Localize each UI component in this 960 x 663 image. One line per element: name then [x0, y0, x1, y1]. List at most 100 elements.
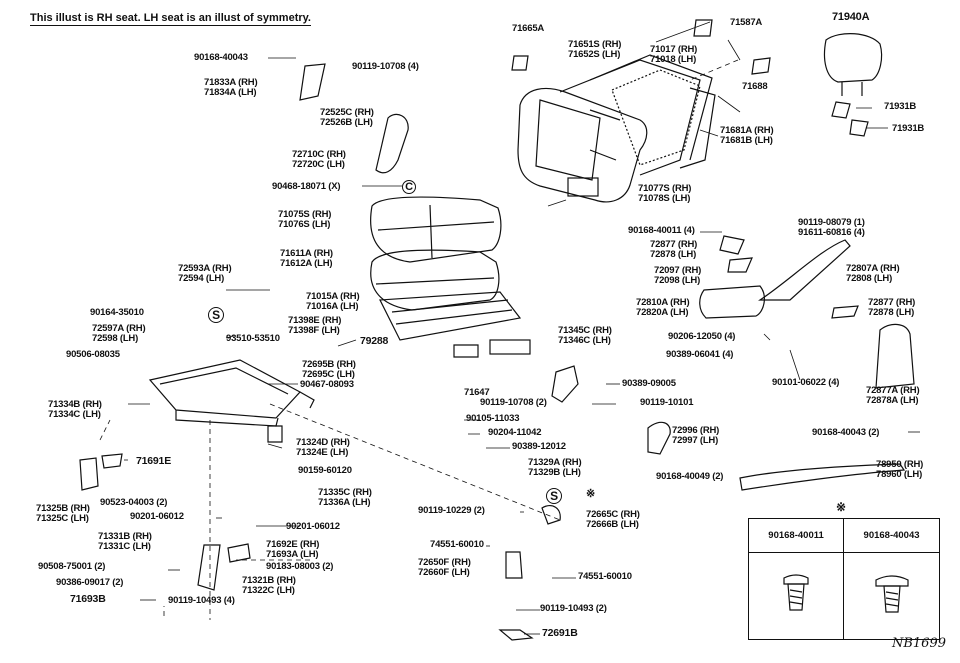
- part-71345C: 71345C (RH): [558, 325, 612, 336]
- part-90389-06041: 90389-06041 (4): [666, 349, 734, 360]
- part-72666B: 72666B (LH): [586, 519, 639, 530]
- part-71324E: 71324E (LH): [296, 447, 349, 458]
- part-71833A: 71833A (RH): [204, 77, 258, 88]
- part-72598: 72598 (LH): [92, 333, 139, 344]
- reference-mark-small: ※: [586, 488, 596, 500]
- part-71692E: 71692E (RH): [266, 539, 320, 550]
- illustration-note: This illust is RH seat. LH seat is an il…: [30, 12, 311, 26]
- part-78960: 78960 (LH): [876, 469, 923, 480]
- part-90204-11042: 90204-11042: [488, 427, 542, 438]
- part-74551-60010-a: 74551-60010: [430, 539, 484, 550]
- part-71398E: 71398E (RH): [288, 315, 342, 326]
- part-72877-a: 72877 (RH): [650, 239, 698, 250]
- part-71611A: 71611A (RH): [280, 248, 333, 259]
- part-71324D: 71324D (RH): [296, 437, 350, 448]
- part-71076S: 71076S (LH): [278, 219, 331, 230]
- part-71329B: 71329B (LH): [528, 467, 581, 478]
- part-71681A: 71681A (RH): [720, 125, 774, 136]
- part-90168-40043-top: 90168-40043: [194, 52, 248, 63]
- part-71336A: 71336A (LH): [318, 497, 371, 508]
- part-90119-10493-b: 90119-10493 (2): [540, 603, 607, 614]
- part-71321B: 71321B (RH): [242, 575, 296, 586]
- part-72807A: 72807A (RH): [846, 263, 900, 274]
- part-71688: 71688: [742, 81, 768, 92]
- part-90206-12050: 90206-12050 (4): [668, 331, 736, 342]
- part-90201-06012-a: 90201-06012: [130, 511, 184, 522]
- part-72878-b: 72878 (LH): [868, 307, 915, 318]
- part-71078S: 71078S (LH): [638, 193, 691, 204]
- part-90168-40043-b: 90168-40043 (2): [812, 427, 880, 438]
- drawing-reference-code: NB1699: [891, 636, 946, 651]
- part-71931B-upper: 71931B: [884, 101, 917, 112]
- part-71331B: 71331B (RH): [98, 531, 152, 542]
- part-72526B: 72526B (LH): [320, 117, 373, 128]
- part-79288: 79288: [360, 335, 389, 347]
- part-71346C: 71346C (LH): [558, 335, 611, 346]
- clip-90168-40043-icon: [874, 574, 909, 613]
- part-72593A: 72593A (RH): [178, 263, 232, 274]
- part-93510-53510: 93510-53510: [226, 333, 280, 344]
- part-72695B: 72695B (RH): [302, 359, 356, 370]
- part-71693A: 71693A (LH): [266, 549, 319, 560]
- part-71075S: 71075S (RH): [278, 209, 332, 220]
- headrest-illustration: [823, 33, 883, 137]
- legend-col-1-header: 90168-40011: [747, 518, 845, 553]
- part-78950: 78950 (RH): [876, 459, 924, 470]
- part-71334C: 71334C (LH): [48, 409, 101, 420]
- part-72650F: 72650F (RH): [418, 557, 471, 568]
- part-90119-10708-top: 90119-10708 (4): [352, 61, 419, 72]
- part-72695C: 72695C (LH): [302, 369, 355, 380]
- part-71691E: 71691E: [136, 455, 172, 467]
- part-90164-35010: 90164-35010: [90, 307, 144, 318]
- part-71665A: 71665A: [512, 23, 545, 34]
- part-90389-09005: 90389-09005: [622, 378, 676, 389]
- part-71331C: 71331C (LH): [98, 541, 151, 552]
- seat-frame-illustration: [148, 359, 315, 427]
- part-71651S: 71651S (RH): [568, 39, 622, 50]
- part-72877-b: 72877 (RH): [868, 297, 916, 308]
- part-72996: 72996 (RH): [672, 425, 720, 436]
- part-72665C: 72665C (RH): [586, 509, 640, 520]
- part-72808: 72808 (LH): [846, 273, 893, 284]
- part-71334B: 71334B (RH): [48, 399, 102, 410]
- part-90386-09017: 90386-09017 (2): [56, 577, 124, 588]
- leader-lines: [124, 21, 920, 635]
- part-72691B: 72691B: [542, 627, 578, 639]
- s-mark-1: S: [208, 307, 224, 323]
- part-90183-08003: 90183-08003 (2): [266, 561, 334, 572]
- part-72525C: 72525C (RH): [320, 107, 374, 118]
- part-71018: 71018 (LH): [650, 54, 697, 65]
- part-72098: 72098 (LH): [654, 275, 701, 286]
- part-72878-a: 72878 (LH): [650, 249, 697, 260]
- part-71017: 71017 (RH): [650, 44, 698, 55]
- part-90119-10101: 90119-10101: [640, 397, 694, 408]
- part-90168-40049: 90168-40049 (2): [656, 471, 724, 482]
- part-71647: 71647: [464, 387, 490, 398]
- part-72878A: 72878A (LH): [866, 395, 919, 406]
- brackets-illustration: [79, 19, 915, 641]
- seat-cushion-illustration: [370, 196, 531, 355]
- fastener-legend-table: 90168-40011 90168-40043: [747, 518, 940, 640]
- part-71325B: 71325B (RH): [36, 503, 90, 514]
- legend-col-2-image: [843, 552, 940, 640]
- part-72594: 72594 (LH): [178, 273, 225, 284]
- part-71612A: 71612A (LH): [280, 258, 333, 269]
- part-72877A: 72877A (RH): [866, 385, 920, 396]
- part-90119-08079: 90119-08079 (1): [798, 217, 865, 228]
- part-90119-10229: 90119-10229 (2): [418, 505, 485, 516]
- part-71398F: 71398F (LH): [288, 325, 340, 336]
- part-72660F: 72660F (LH): [418, 567, 470, 578]
- part-91611-60816: 91611-60816 (4): [798, 227, 865, 238]
- part-72710C: 72710C (RH): [292, 149, 346, 160]
- part-72597A: 72597A (RH): [92, 323, 146, 334]
- assembly-dashed-lines: [99, 59, 739, 620]
- part-72720C: 72720C (LH): [292, 159, 345, 170]
- part-72810A: 72810A (RH): [636, 297, 690, 308]
- part-71940A: 71940A: [832, 11, 870, 23]
- part-90523-04003: 90523-04003 (2): [100, 497, 168, 508]
- part-90506-08035: 90506-08035: [66, 349, 120, 360]
- part-72820A: 72820A (LH): [636, 307, 689, 318]
- part-71834A: 71834A (LH): [204, 87, 257, 98]
